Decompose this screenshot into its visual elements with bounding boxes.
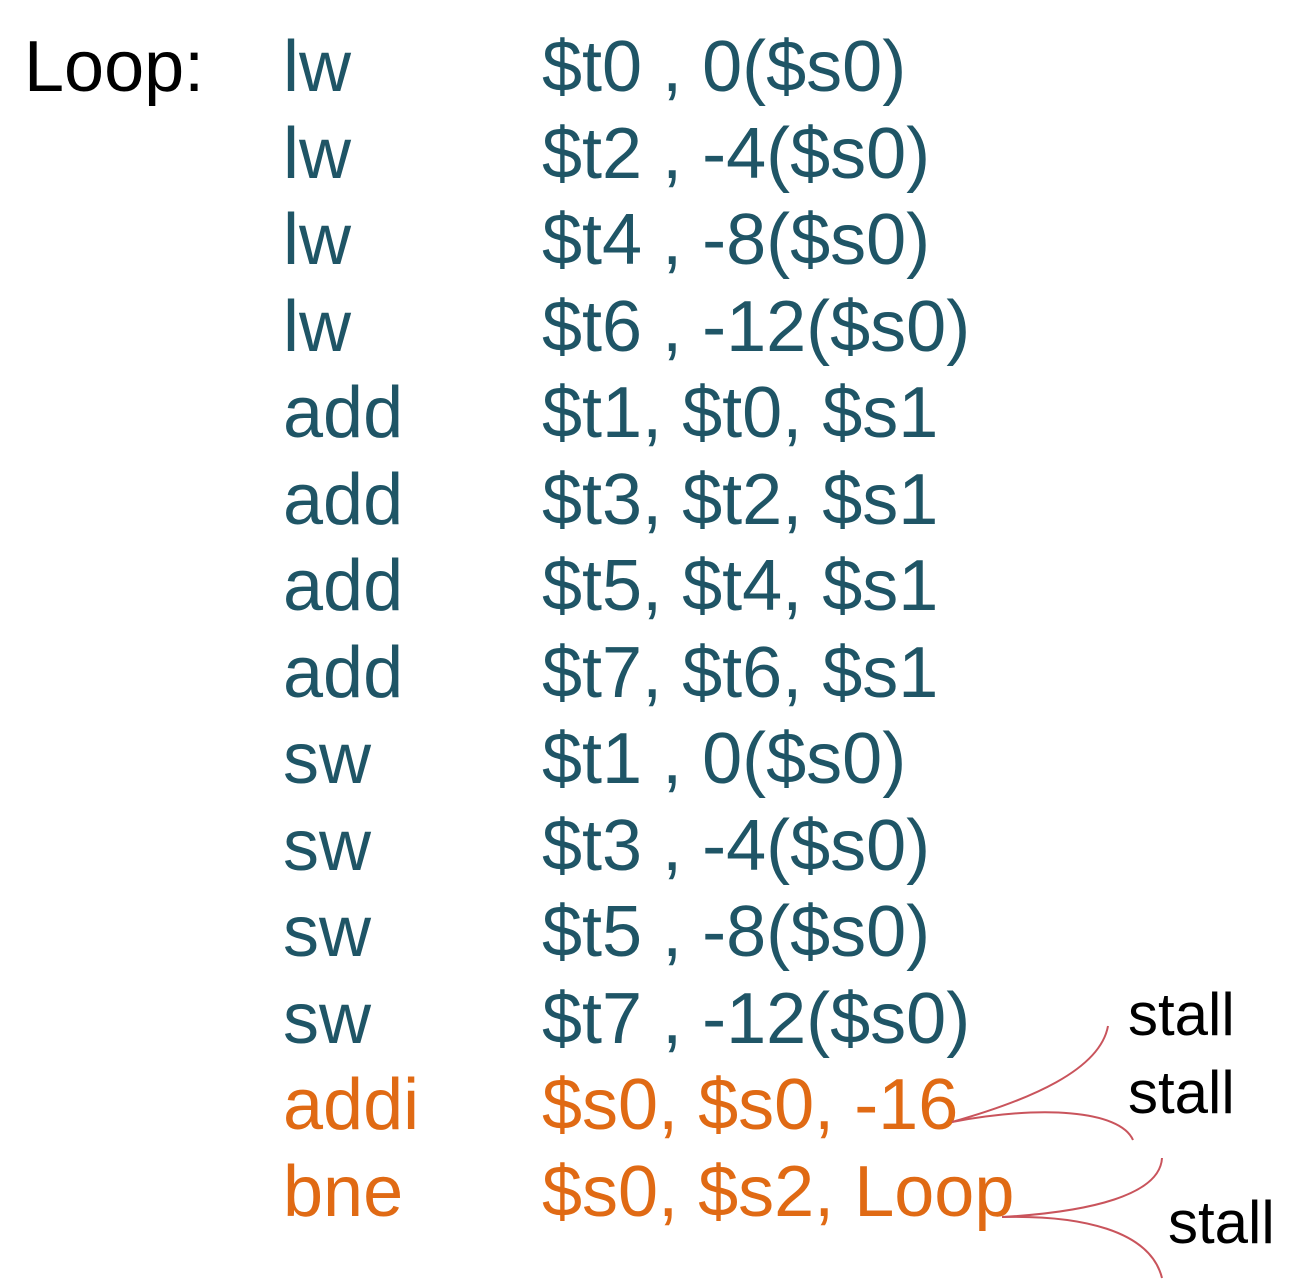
stall-note: stall — [1128, 1059, 1235, 1126]
loop-label: Loop: — [24, 27, 205, 107]
instruction-opcode: add — [283, 459, 404, 540]
instruction-operands: $t3, $t2, $s1 — [542, 459, 939, 540]
instruction-operands: $t4 , -8($s0) — [542, 200, 931, 280]
instruction-row: lw $t4 , -8($s0) — [0, 197, 1296, 284]
instruction-operands: $t5 , -8($s0) — [542, 892, 931, 972]
instruction-opcode: lw — [283, 286, 351, 367]
instruction-row: lw $t2 , -4($s0) — [0, 111, 1296, 198]
instruction-row: add $t1, $t0, $s1 — [0, 370, 1296, 457]
instruction-opcode: add — [283, 373, 404, 453]
instruction-operands: $s0, $s2, Loop — [542, 1151, 1015, 1232]
instruction-opcode: add — [283, 546, 404, 626]
instruction-operands: $t5, $t4, $s1 — [542, 546, 939, 626]
instruction-opcode: sw — [283, 892, 371, 972]
instruction-opcode: add — [283, 632, 404, 713]
instruction-row: sw $t5 , -8($s0) — [0, 889, 1296, 976]
instruction-operands: $t7 , -12($s0) — [542, 978, 971, 1059]
instruction-opcode: sw — [283, 719, 371, 799]
instruction-opcode: lw — [283, 27, 351, 107]
instruction-row: add $t3, $t2, $s1 — [0, 457, 1296, 544]
instruction-operands: $s0, $s0, -16 — [542, 1065, 959, 1145]
instruction-operands: $t1 , 0($s0) — [542, 719, 907, 799]
instruction-row: bne $s0, $s2, Loop — [0, 1149, 1296, 1236]
instruction-row: addi $s0, $s0, -16 — [0, 1062, 1296, 1149]
instruction-operands: $t7, $t6, $s1 — [542, 632, 939, 713]
stall-note: stall — [1168, 1189, 1275, 1256]
instruction-row: sw $t7 , -12($s0) — [0, 976, 1296, 1063]
instruction-row: add $t7, $t6, $s1 — [0, 630, 1296, 717]
instruction-operands: $t2 , -4($s0) — [542, 113, 931, 194]
instruction-opcode: addi — [283, 1065, 420, 1145]
instruction-operands: $t3 , -4($s0) — [542, 805, 931, 886]
stall-note: stall — [1128, 981, 1235, 1048]
instruction-row: add $t5, $t4, $s1 — [0, 543, 1296, 630]
instruction-opcode: bne — [283, 1151, 404, 1232]
instruction-operands: $t0 , 0($s0) — [542, 27, 907, 107]
instruction-row: lw $t6 , -12($s0) — [0, 284, 1296, 371]
instruction-opcode: sw — [283, 978, 371, 1059]
instruction-row: sw $t1 , 0($s0) — [0, 716, 1296, 803]
instruction-list: lw $t0 , 0($s0) lw $t2 , -4($s0) lw $t4 … — [0, 24, 1296, 1235]
instruction-operands: $t1, $t0, $s1 — [542, 373, 939, 453]
instruction-operands: $t6 , -12($s0) — [542, 286, 971, 367]
instruction-opcode: lw — [283, 113, 351, 194]
instruction-row: lw $t0 , 0($s0) — [0, 24, 1296, 111]
instruction-opcode: sw — [283, 805, 371, 886]
instruction-opcode: lw — [283, 200, 351, 280]
instruction-row: sw $t3 , -4($s0) — [0, 803, 1296, 890]
